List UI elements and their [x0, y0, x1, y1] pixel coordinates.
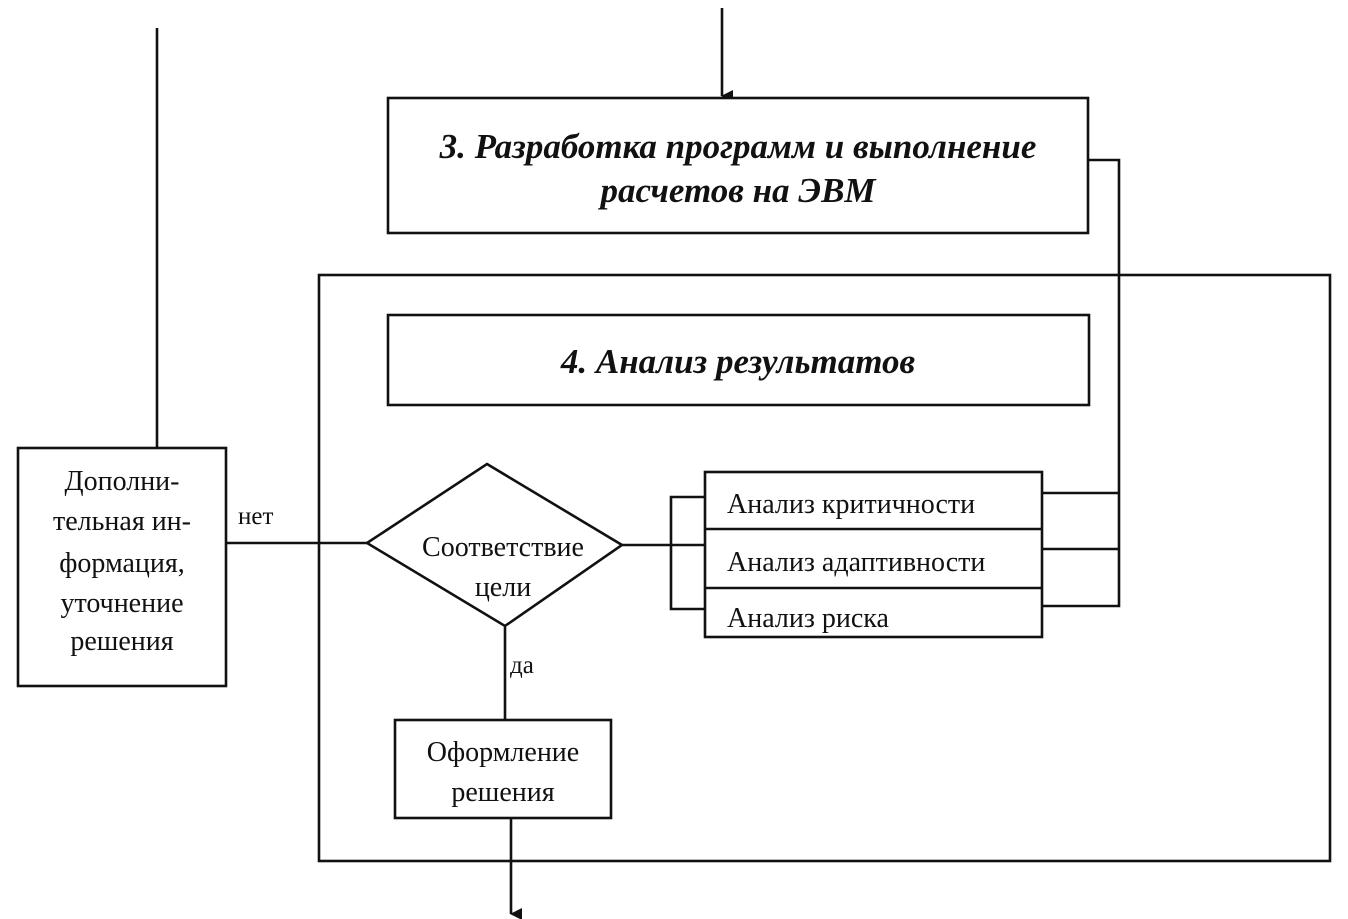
analysis-left-bracket	[669, 495, 705, 611]
analysis-item-criticality: Анализ критичности	[727, 489, 975, 520]
decision-line2: цели	[475, 572, 531, 603]
additional-info-line2: тельная ин-	[53, 506, 191, 537]
step4-box-border	[386, 313, 1091, 407]
decision-diamond-shape	[364, 462, 625, 628]
step3-title-line2: расчетов на ЭВМ	[597, 171, 877, 210]
yes-label: да	[510, 652, 534, 679]
finalize-line2: решения	[451, 777, 554, 808]
step4-title: 4. Анализ результатов	[560, 342, 916, 381]
finalize-box-border	[393, 718, 613, 820]
analysis-frame	[317, 273, 1332, 863]
finalize-line1: Оформление	[427, 737, 579, 768]
analysis-list: Анализ критичности Анализ адаптивности А…	[703, 470, 1044, 639]
analysis-list-border	[703, 470, 1044, 639]
decision-diamond: Соответствие цели	[364, 462, 625, 628]
additional-info-line4: уточнение	[60, 588, 183, 619]
connectors	[155, 8, 1121, 919]
step3-to-analysis-line	[1042, 158, 1121, 608]
step3-box: 3. Разработка программ и выполнение расч…	[386, 96, 1090, 235]
step3-box-border	[386, 96, 1090, 235]
additional-info-box: Дополни- тельная ин- формация, уточнение…	[16, 446, 228, 688]
analysis-item-risk: Анализ риска	[727, 603, 889, 634]
step4-box: 4. Анализ результатов	[386, 313, 1091, 407]
finalize-box: Оформление решения	[393, 718, 613, 820]
analysis-item-adaptivity: Анализ адаптивности	[727, 547, 985, 578]
step3-title-line1: 3. Разработка программ и выполнение	[439, 127, 1037, 166]
additional-info-line3: формация,	[59, 548, 185, 579]
additional-info-line1: Дополни-	[65, 466, 180, 497]
no-label: нет	[238, 503, 273, 530]
additional-info-box-border	[16, 446, 228, 688]
decision-line1: Соответствие	[422, 532, 584, 563]
additional-info-line5: решения	[70, 626, 173, 657]
